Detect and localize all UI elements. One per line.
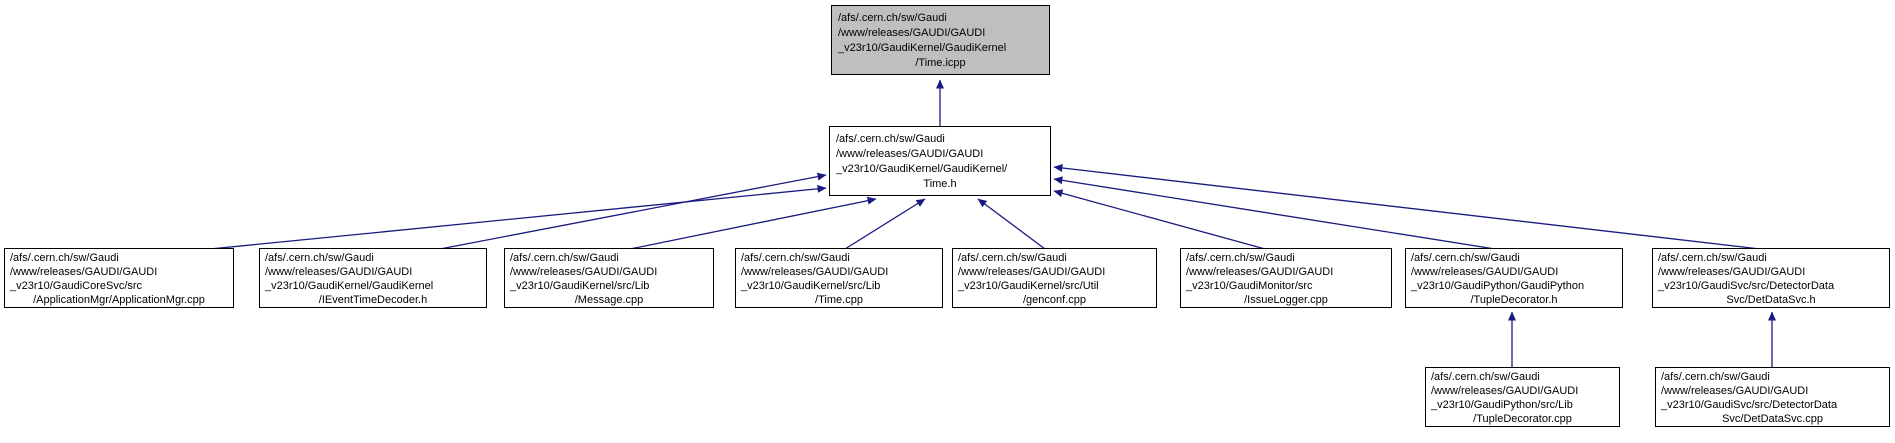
edge-issuelogger-timeh — [1053, 189, 1266, 250]
edge-applicationmgr-timeh — [209, 184, 827, 250]
node-text-line: /afs/.cern.ch/sw/Gaudi — [1431, 371, 1540, 383]
node-text-line: _v23r10/GaudiPython/GaudiPython — [1411, 280, 1585, 292]
node-text-line: /www/releases/GAUDI/GAUDI — [265, 266, 413, 278]
node-text-line: _v23r10/GaudiKernel/src/Lib — [741, 280, 881, 292]
edge-detdatasvch-timeh — [1053, 164, 1761, 250]
node-text-line: _v23r10/GaudiKernel/GaudiKernel — [265, 280, 434, 292]
node-text-line: _v23r10/GaudiSvc/src/DetectorData — [1658, 280, 1835, 292]
node-text-line: /Time.cpp — [815, 294, 863, 306]
node-text-line: /afs/.cern.ch/sw/Gaudi — [510, 252, 619, 264]
node-text-line: /www/releases/GAUDI/GAUDI — [836, 148, 984, 160]
node-text-line: /afs/.cern.ch/sw/Gaudi — [1658, 252, 1767, 264]
node-text-line: /afs/.cern.ch/sw/Gaudi — [265, 252, 374, 264]
node-text-line: _v23r10/GaudiPython/src/Lib — [1431, 399, 1573, 411]
node-text-line: /IEventTimeDecoder.h — [318, 294, 428, 306]
node-issuelogger-cpp[interactable]: /afs/.cern.ch/sw/Gaudi/www/releases/GAUD… — [1180, 248, 1392, 308]
node-text-line: /afs/.cern.ch/sw/Gaudi — [958, 252, 1067, 264]
node-text-line: /Message.cpp — [574, 294, 644, 306]
edge-ieventtimedecoder-timeh — [439, 172, 827, 250]
node-text-line: /afs/.cern.ch/sw/Gaudi — [1411, 252, 1520, 264]
node-text-line: /www/releases/GAUDI/GAUDI — [10, 266, 158, 278]
node-text-line: /afs/.cern.ch/sw/Gaudi — [1186, 252, 1295, 264]
node-time-icpp[interactable]: /afs/.cern.ch/sw/Gaudi/www/releases/GAUD… — [831, 5, 1050, 75]
node-text-line: Svc/DetDataSvc.cpp — [1722, 413, 1823, 425]
node-time-h[interactable]: /afs/.cern.ch/sw/Gaudi/www/releases/GAUD… — [829, 126, 1051, 196]
node-detdatasvc-cpp[interactable]: /afs/.cern.ch/sw/Gaudi/www/releases/GAUD… — [1655, 367, 1890, 427]
node-text-line: _v23r10/GaudiSvc/src/DetectorData — [1661, 399, 1838, 411]
node-detdatasvc-h[interactable]: /afs/.cern.ch/sw/Gaudi/www/releases/GAUD… — [1652, 248, 1890, 308]
node-text-line: /www/releases/GAUDI/GAUDI — [958, 266, 1106, 278]
node-text-line: /afs/.cern.ch/sw/Gaudi — [836, 133, 945, 145]
node-applicationmgr-cpp[interactable]: /afs/.cern.ch/sw/Gaudi/www/releases/GAUD… — [4, 248, 234, 308]
edge-genconf-timeh — [977, 198, 1046, 250]
node-text-line: /afs/.cern.ch/sw/Gaudi — [10, 252, 119, 264]
node-text-line: /www/releases/GAUDI/GAUDI — [1411, 266, 1559, 278]
edge-tupledecoratorh-timeh — [1053, 176, 1496, 250]
node-text-line: /www/releases/GAUDI/GAUDI — [1186, 266, 1334, 278]
node-text-line: _v23r10/GaudiCoreSvc/src — [10, 280, 143, 292]
node-text-line: /afs/.cern.ch/sw/Gaudi — [838, 12, 947, 24]
node-text-line: /afs/.cern.ch/sw/Gaudi — [1661, 371, 1770, 383]
node-text-line: /www/releases/GAUDI/GAUDI — [510, 266, 658, 278]
node-genconf-cpp[interactable]: /afs/.cern.ch/sw/Gaudi/www/releases/GAUD… — [952, 248, 1157, 308]
node-text-line: /IssueLogger.cpp — [1244, 294, 1328, 306]
node-text-line: /www/releases/GAUDI/GAUDI — [1658, 266, 1806, 278]
node-text-line: Time.h — [923, 178, 957, 190]
edge-timecpp-timeh — [844, 198, 926, 250]
node-text-line: /TupleDecorator.h — [1470, 294, 1558, 306]
node-text-line: _v23r10/GaudiMonitor/src — [1186, 280, 1313, 292]
node-text-line: _v23r10/GaudiKernel/GaudiKernel/ — [836, 163, 1008, 175]
node-text-line: Svc/DetDataSvc.h — [1726, 294, 1816, 306]
node-text-line: /www/releases/GAUDI/GAUDI — [838, 27, 986, 39]
node-text-line: /Time.icpp — [915, 57, 966, 69]
edge-message-timeh — [629, 196, 877, 250]
node-text-line: /www/releases/GAUDI/GAUDI — [741, 266, 889, 278]
node-tupledecorator-h[interactable]: /afs/.cern.ch/sw/Gaudi/www/releases/GAUD… — [1405, 248, 1623, 308]
node-tupledecorator-cpp[interactable]: /afs/.cern.ch/sw/Gaudi/www/releases/GAUD… — [1425, 367, 1620, 427]
node-text-line: /ApplicationMgr/ApplicationMgr.cpp — [33, 294, 205, 306]
node-text-line: /genconf.cpp — [1023, 294, 1086, 306]
node-text-line: /www/releases/GAUDI/GAUDI — [1431, 385, 1579, 397]
node-message-cpp[interactable]: /afs/.cern.ch/sw/Gaudi/www/releases/GAUD… — [504, 248, 714, 308]
node-text-line: /TupleDecorator.cpp — [1473, 413, 1572, 425]
node-text-line: _v23r10/GaudiKernel/src/Lib — [510, 280, 650, 292]
node-text-line: /afs/.cern.ch/sw/Gaudi — [741, 252, 850, 264]
node-time-cpp[interactable]: /afs/.cern.ch/sw/Gaudi/www/releases/GAUD… — [735, 248, 943, 308]
node-ieventtimedecoder-h[interactable]: /afs/.cern.ch/sw/Gaudi/www/releases/GAUD… — [259, 248, 487, 308]
node-text-line: _v23r10/GaudiKernel/GaudiKernel — [838, 42, 1007, 54]
node-text-line: /www/releases/GAUDI/GAUDI — [1661, 385, 1809, 397]
node-text-line: _v23r10/GaudiKernel/src/Util — [958, 280, 1099, 292]
